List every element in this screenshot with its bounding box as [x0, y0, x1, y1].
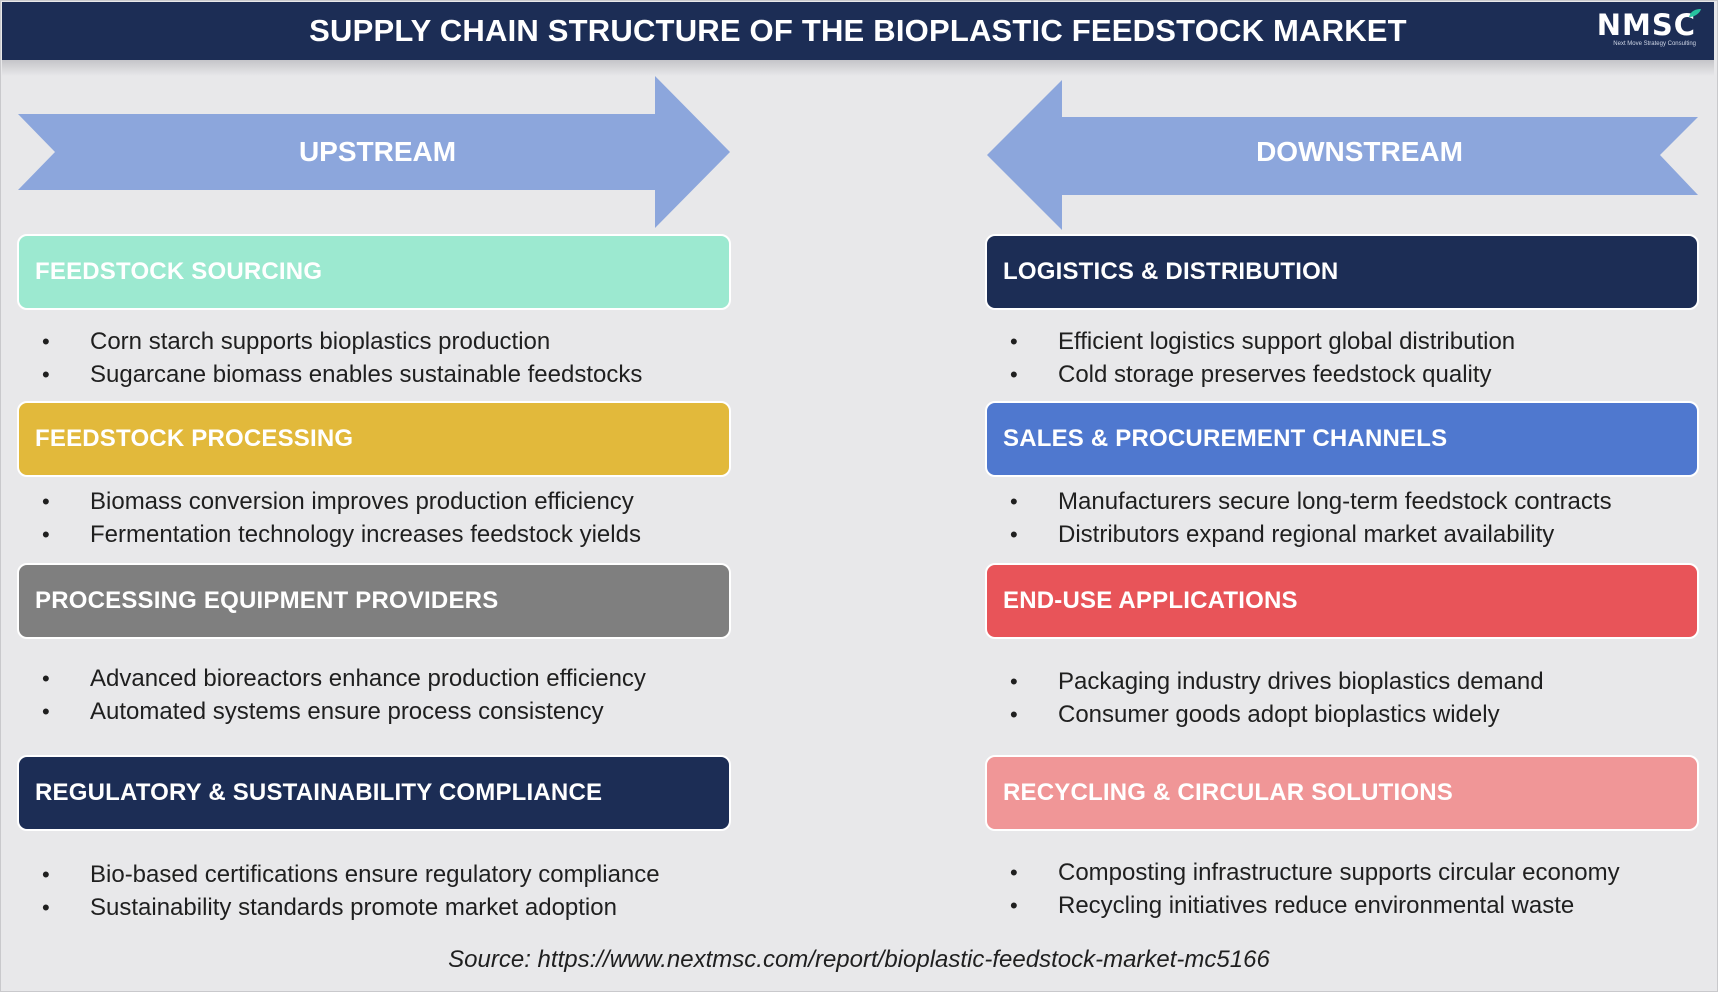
- upstream-arrow: [18, 76, 730, 228]
- sales-procurement-box: SALES & PROCUREMENT CHANNELS: [985, 401, 1699, 477]
- downstream-arrow: [987, 80, 1698, 230]
- header-shadow: [2, 60, 1714, 76]
- bullet-item: Packaging industry drives bioplastics de…: [992, 665, 1692, 698]
- section-heading: LOGISTICS & DISTRIBUTION: [1003, 258, 1339, 285]
- bullet-item: Fermentation technology increases feedst…: [24, 518, 724, 551]
- section-heading: PROCESSING EQUIPMENT PROVIDERS: [35, 587, 499, 614]
- bullet-item: Consumer goods adopt bioplastics widely: [992, 698, 1692, 731]
- bullet-item: Distributors expand regional market avai…: [992, 518, 1692, 551]
- bullet-item: Automated systems ensure process consist…: [24, 695, 724, 728]
- feedstock-sourcing-bullets: Corn starch supports bioplastics product…: [24, 325, 724, 391]
- section-heading: REGULATORY & SUSTAINABILITY COMPLIANCE: [35, 779, 603, 806]
- upstream-label: UPSTREAM: [298, 136, 457, 167]
- feedstock-processing-bullets: Biomass conversion improves production e…: [24, 485, 724, 551]
- section-heading: FEEDSTOCK PROCESSING: [35, 425, 354, 452]
- recycling-circular-box: RECYCLING & CIRCULAR SOLUTIONS: [985, 755, 1699, 831]
- bullet-item: Efficient logistics support global distr…: [992, 325, 1692, 358]
- bullet-item: Composting infrastructure supports circu…: [992, 856, 1692, 889]
- section-heading: SALES & PROCUREMENT CHANNELS: [1003, 425, 1448, 452]
- logistics-distribution-box: LOGISTICS & DISTRIBUTION: [985, 234, 1699, 310]
- bullet-item: Cold storage preserves feedstock quality: [992, 358, 1692, 391]
- logistics-distribution-bullets: Efficient logistics support global distr…: [992, 325, 1692, 391]
- bullet-item: Recycling initiatives reduce environment…: [992, 889, 1692, 922]
- processing-equipment-bullets: Advanced bioreactors enhance production …: [24, 662, 724, 728]
- regulatory-compliance-bullets: Bio-based certifications ensure regulato…: [24, 858, 724, 924]
- end-use-applications-box: END-USE APPLICATIONS: [985, 563, 1699, 639]
- feedstock-sourcing-box: FEEDSTOCK SOURCING: [17, 234, 731, 310]
- bullet-item: Advanced bioreactors enhance production …: [24, 662, 724, 695]
- downstream-label: DOWNSTREAM: [1256, 136, 1463, 167]
- leaf-icon: [1689, 9, 1701, 17]
- logo-tagline: Next Move Strategy Consulting: [1613, 41, 1696, 47]
- bullet-item: Biomass conversion improves production e…: [24, 485, 724, 518]
- source-citation: Source: https://www.nextmsc.com/report/b…: [448, 946, 1270, 973]
- recycling-circular-bullets: Composting infrastructure supports circu…: [992, 856, 1692, 922]
- regulatory-compliance-box: REGULATORY & SUSTAINABILITY COMPLIANCE: [17, 755, 731, 831]
- title-bar: SUPPLY CHAIN STRUCTURE OF THE BIOPLASTIC…: [2, 2, 1714, 60]
- feedstock-processing-box: FEEDSTOCK PROCESSING: [17, 401, 731, 477]
- nmsc-logo: NMSC Next Move Strategy Consulting: [1596, 8, 1701, 54]
- bullet-item: Sugarcane biomass enables sustainable fe…: [24, 358, 724, 391]
- bullet-item: Bio-based certifications ensure regulato…: [24, 858, 724, 891]
- logo-mark: NMSC: [1596, 8, 1696, 42]
- processing-equipment-box: PROCESSING EQUIPMENT PROVIDERS: [17, 563, 731, 639]
- bullet-item: Sustainability standards promote market …: [24, 891, 724, 924]
- end-use-applications-bullets: Packaging industry drives bioplastics de…: [992, 665, 1692, 731]
- section-heading: FEEDSTOCK SOURCING: [35, 258, 323, 285]
- section-heading: RECYCLING & CIRCULAR SOLUTIONS: [1003, 779, 1453, 806]
- bullet-item: Manufacturers secure long-term feedstock…: [992, 485, 1692, 518]
- section-heading: END-USE APPLICATIONS: [1003, 587, 1298, 614]
- diagram-title: SUPPLY CHAIN STRUCTURE OF THE BIOPLASTIC…: [309, 13, 1407, 48]
- bullet-item: Corn starch supports bioplastics product…: [24, 325, 724, 358]
- sales-procurement-bullets: Manufacturers secure long-term feedstock…: [992, 485, 1692, 551]
